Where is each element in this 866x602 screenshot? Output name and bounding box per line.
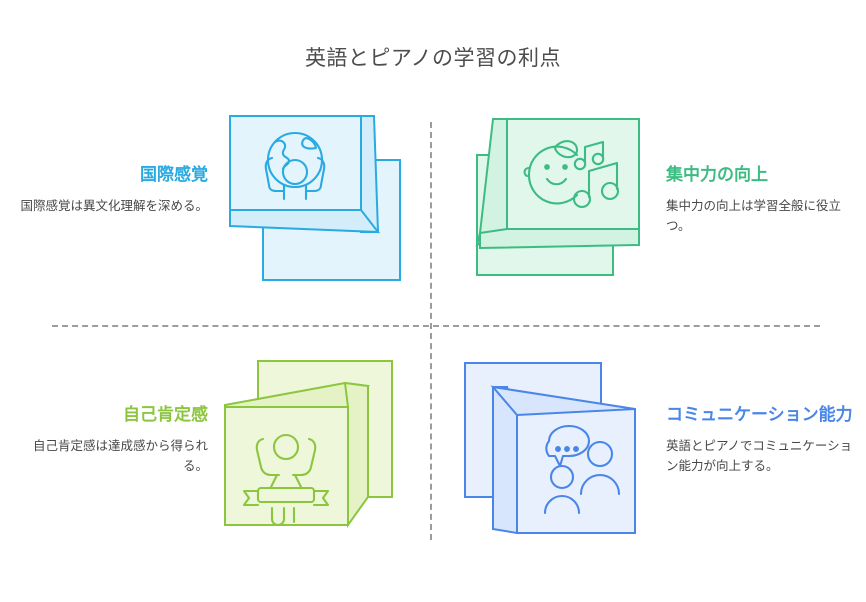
- quadrant-bottom-right-illustration: [455, 357, 660, 547]
- quadrant-bottom-left-heading: 自己肯定感: [123, 405, 208, 424]
- quadrant-bottom-left-illustration: [222, 355, 432, 550]
- quadrant-top-right-heading: 集中力の向上: [666, 165, 768, 184]
- child-face-music-notes-icon: [475, 118, 640, 276]
- horizontal-divider: [52, 325, 820, 327]
- quadrant-top-left-heading: 国際感覚: [140, 165, 208, 184]
- quadrant-top-left-illustration: [228, 108, 428, 298]
- quadrant-top-right-illustration: [455, 105, 655, 295]
- person-cheering-banner-icon: [224, 360, 393, 529]
- quadrant-top-right-text: 集中力の向上 集中力の向上は学習全般に役立つ。: [666, 164, 858, 236]
- vertical-divider: [430, 122, 432, 540]
- quadrant-top-right-body: 集中力の向上は学習全般に役立つ。: [666, 198, 842, 234]
- quadrant-top-left-body: 国際感覚は異文化理解を深める。: [20, 198, 208, 213]
- quadrant-bottom-right-text: コミュニケーション能力 英語とピアノでコミュニケーション能力が向上する。: [666, 404, 862, 476]
- quadrant-bottom-right-heading: コミュニケーション能力: [666, 405, 853, 424]
- quadrant-bottom-left-text: 自己肯定感 自己肯定感は達成感から得られる。: [18, 404, 208, 476]
- quadrant-bottom-left-body: 自己肯定感は達成感から得られる。: [32, 438, 208, 474]
- page-title: 英語とピアノの学習の利点: [304, 47, 562, 70]
- quadrant-top-left-text: 国際感覚 国際感覚は異文化理解を深める。: [18, 164, 208, 216]
- two-people-speech-bubble-icon: [464, 362, 636, 535]
- quadrant-bottom-right-body: 英語とピアノでコミュニケーション能力が向上する。: [666, 438, 853, 474]
- person-holding-globe-icon: [229, 115, 401, 281]
